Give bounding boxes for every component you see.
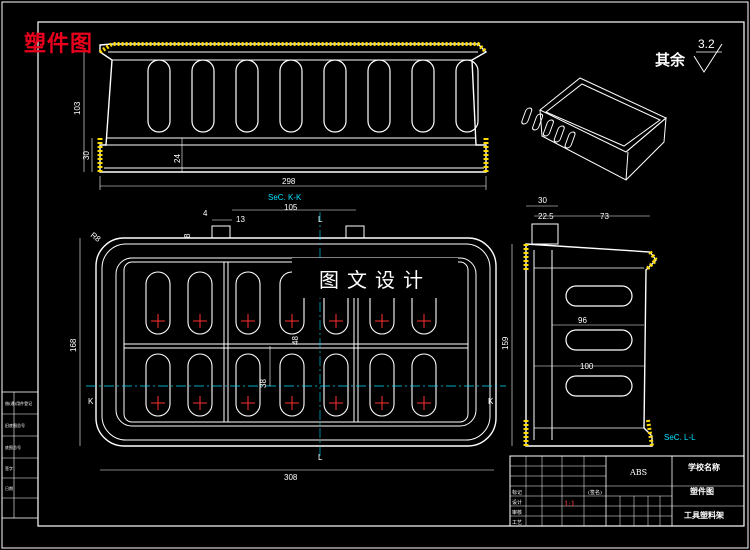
- cut-l-top: L: [318, 215, 323, 224]
- elevation-slot: [147, 59, 171, 133]
- plan-slot: [369, 353, 395, 417]
- roughness-symbol: 3.2: [693, 37, 723, 73]
- side-cell-1: 借(通)用件登记: [5, 400, 32, 406]
- elevation-slot: [279, 59, 303, 133]
- tb-row-2: 设计: [512, 499, 522, 506]
- dim-plan-8: 8: [183, 233, 192, 238]
- inner-frame: [37, 21, 745, 527]
- cut-k-left: K: [88, 397, 94, 406]
- tb-row-3: 审核: [512, 509, 522, 516]
- dim-top-24: 24: [173, 154, 182, 163]
- side-panel: 借(通)用件登记 旧底图总号 底图总号 签字 日期: [1, 391, 39, 519]
- iso-slot: [542, 119, 554, 137]
- side-section-view: 30 22.5 73 159 96 100 SeC. L-L: [501, 196, 696, 447]
- iso-slot: [521, 107, 533, 125]
- iso-slot: [532, 113, 544, 131]
- dim-top-height: 103: [73, 101, 82, 115]
- tb-material: ABS: [629, 468, 647, 477]
- dim-plan-48: 48: [291, 336, 300, 345]
- dim-side-225: 22.5: [538, 212, 554, 221]
- plan-slot: [411, 353, 437, 417]
- plan-slot: [187, 271, 213, 335]
- section-ll-label: SeC. L-L: [664, 433, 696, 442]
- dim-side-159: 159: [501, 336, 510, 350]
- tb-row-1: 标记: [512, 489, 522, 496]
- iso-slot: [564, 131, 576, 149]
- dim-side-73: 73: [600, 212, 609, 221]
- dim-plan-4: 4: [203, 209, 208, 218]
- section-kk-label: SeC. K-K: [268, 193, 302, 202]
- isometric-view: [521, 77, 667, 181]
- side-cell-4: 签字: [5, 465, 13, 471]
- side-cell-2: 旧底图总号: [5, 422, 25, 428]
- title-block: ABS 学校名称 塑件图 工具塑料架 标记 设计 审核 工艺 (签名) 1:1: [509, 455, 745, 527]
- elevation-view: 103 30 24 298: [73, 42, 489, 190]
- elevation-slot: [455, 59, 479, 133]
- dim-top-width: 298: [282, 177, 296, 186]
- dim-side-30: 30: [538, 196, 547, 205]
- plan-slot: [187, 353, 213, 417]
- dim-side-96: 96: [578, 316, 587, 325]
- side-cell-5: 日期: [5, 485, 13, 491]
- drawing-title: 塑件图: [24, 32, 94, 57]
- tb-part: 工具塑料架: [684, 510, 724, 520]
- elevation-slot: [367, 59, 391, 133]
- tb-scale: 1:1: [564, 500, 575, 508]
- dim-plan-13: 13: [236, 215, 245, 224]
- elevation-slot: [411, 59, 435, 133]
- plan-slot: [145, 271, 171, 335]
- dim-top-base: 30: [82, 151, 91, 160]
- tb-sign: (签名): [588, 489, 602, 496]
- roughness-value: 3.2: [698, 37, 715, 51]
- plan-slot: [279, 353, 305, 417]
- cut-k-right: K: [488, 397, 494, 406]
- tb-drawing: 塑件图: [690, 486, 714, 496]
- dim-side-100: 100: [580, 362, 594, 371]
- watermark: 图文设计: [292, 258, 458, 298]
- plan-slot: [235, 353, 261, 417]
- plan-slot: [323, 353, 349, 417]
- side-cell-3: 底图总号: [5, 444, 21, 450]
- plan-slot: [235, 271, 261, 335]
- plan-view: K K L L 105 4 13 8 R8 168 48 38 308 SeC.…: [69, 193, 506, 482]
- plan-slot: [145, 353, 171, 417]
- dim-plan-r: R8: [89, 230, 103, 244]
- dim-plan-168: 168: [69, 338, 78, 352]
- dim-plan-105: 105: [284, 203, 298, 212]
- elevation-slot: [191, 59, 215, 133]
- iso-slot: [553, 125, 565, 143]
- tb-row-4: 工艺: [512, 520, 522, 526]
- elevation-slot: [235, 59, 259, 133]
- cut-l-bottom: L: [318, 453, 323, 462]
- dim-plan-308: 308: [284, 473, 298, 482]
- dim-plan-38: 38: [259, 379, 268, 388]
- tb-school: 学校名称: [688, 462, 720, 472]
- elevation-slot: [323, 59, 347, 133]
- roughness-label: 其余: [655, 51, 686, 69]
